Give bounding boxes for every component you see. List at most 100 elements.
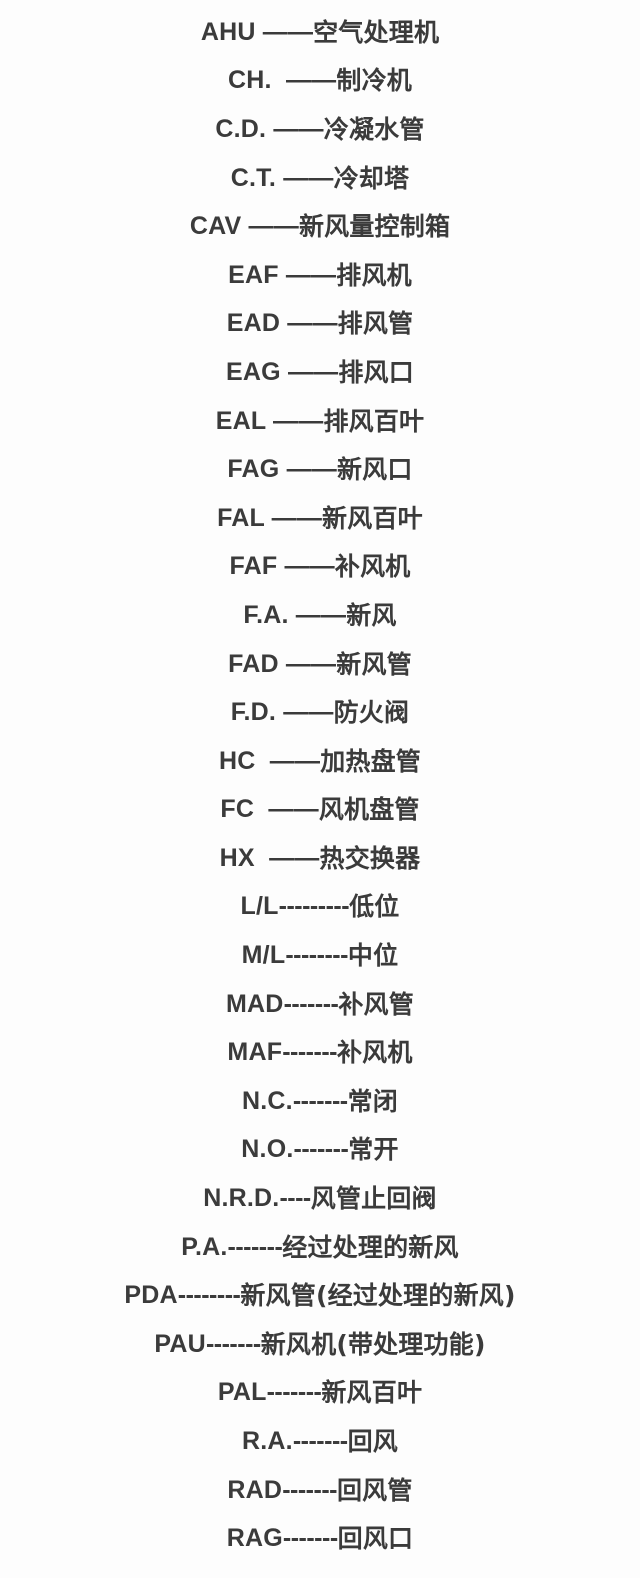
glossary-entry: RAD-------回风管	[0, 1466, 640, 1515]
entry-separator: ——	[248, 212, 299, 241]
entry-abbreviation: FAD	[228, 649, 286, 678]
entry-separator: ——	[285, 649, 337, 678]
entry-separator: -------	[283, 989, 339, 1018]
entry-term: 新风量控制箱	[298, 212, 451, 242]
glossary-entry: PAU-------新风机(带处理功能)	[0, 1320, 640, 1369]
entry-separator: -------	[292, 1427, 348, 1456]
glossary-entry: EAD ——排风管	[0, 300, 640, 349]
glossary-entry: AHU ——空气处理机	[0, 8, 640, 57]
entry-separator: ——	[286, 455, 337, 484]
entry-separator: ——	[269, 746, 321, 775]
entry-abbreviation: FAG	[227, 455, 287, 484]
entry-term: 低位	[349, 892, 400, 922]
glossary-entry: CAV ——新风量控制箱	[0, 202, 640, 251]
glossary-entry: P.A.-------经过处理的新风	[0, 1223, 640, 1272]
glossary-entry: C.T. ——冷却塔	[0, 154, 640, 203]
entry-term: 排风管	[337, 309, 414, 339]
entry-abbreviation: PDA	[124, 1281, 178, 1310]
entry-abbreviation: CH.	[228, 66, 286, 95]
glossary-entry: F.D. ——防火阀	[0, 688, 640, 737]
glossary-entry: FC ——风机盘管	[0, 786, 640, 835]
glossary-entry: MAF-------补风机	[0, 1028, 640, 1077]
glossary-entry: F.A. ——新风	[0, 591, 640, 640]
entry-separator: -------	[266, 1378, 322, 1407]
entry-abbreviation: FC	[220, 795, 269, 824]
entry-abbreviation: EAL	[215, 406, 274, 435]
glossary-entry: FAL ——新风百叶	[0, 494, 640, 543]
entry-term: 常开	[348, 1135, 399, 1165]
entry-term: 中位	[347, 941, 399, 971]
entry-term: 回风	[347, 1427, 398, 1457]
entry-separator: ---------	[278, 892, 350, 921]
entry-separator: ——	[285, 66, 337, 95]
entry-abbreviation: P.A.	[181, 1232, 228, 1261]
entry-abbreviation: FAF	[229, 552, 285, 581]
glossary-entry: EAG ——排风口	[0, 348, 640, 397]
entry-term: 新风口	[336, 455, 413, 485]
entry-separator: ——	[287, 309, 338, 338]
entry-separator: ——	[273, 406, 324, 435]
entry-abbreviation: N.C.	[242, 1086, 293, 1115]
entry-term: 新风管(经过处理的新风)	[240, 1281, 516, 1311]
entry-term: 空气处理机	[313, 17, 440, 47]
glossary-entry: N.O.-------常开	[0, 1126, 640, 1175]
glossary-entry: N.C.-------常闭	[0, 1077, 640, 1126]
entry-separator: ——	[269, 843, 320, 872]
entry-abbreviation: N.R.D.	[203, 1184, 280, 1213]
entry-abbreviation: PAU	[154, 1329, 206, 1358]
glossary-entry: HC ——加热盘管	[0, 737, 640, 786]
glossary-entry: CH. ——制冷机	[0, 57, 640, 106]
entry-abbreviation: HC	[218, 746, 270, 775]
entry-term: 排风机	[336, 260, 412, 290]
entry-separator: ——	[268, 795, 319, 824]
entry-term: 排风口	[338, 357, 414, 387]
entry-term: 风管止回阀	[310, 1184, 437, 1214]
glossary-entry: FAF ——补风机	[0, 543, 640, 592]
entry-term: 常闭	[347, 1086, 398, 1116]
glossary-entry: FAG ——新风口	[0, 445, 640, 494]
entry-term: 新风管	[336, 649, 412, 679]
entry-abbreviation: C.D.	[215, 114, 274, 143]
entry-abbreviation: RAD	[227, 1475, 283, 1504]
entry-separator: -------	[205, 1329, 261, 1358]
entry-term: 冷凝水管	[323, 114, 425, 144]
entry-separator: ——	[273, 114, 324, 143]
entry-separator: --------	[285, 941, 348, 970]
entry-separator: -------	[282, 1038, 337, 1067]
entry-abbreviation: EAF	[228, 260, 286, 289]
entry-abbreviation: FAL	[217, 503, 272, 532]
entry-separator: ——	[283, 163, 334, 192]
entry-abbreviation: N.O.	[241, 1135, 294, 1164]
entry-separator: -------	[227, 1232, 283, 1261]
entry-separator: --------	[177, 1281, 241, 1310]
entry-abbreviation: R.A.	[242, 1427, 293, 1456]
entry-abbreviation: C.T.	[230, 163, 284, 192]
entry-abbreviation: CAV	[189, 212, 249, 241]
entry-separator: ----	[279, 1184, 311, 1213]
entry-separator: -------	[282, 1524, 338, 1553]
entry-separator: ——	[271, 503, 323, 532]
entry-separator: ——	[287, 357, 339, 386]
entry-separator: -------	[282, 1475, 337, 1504]
glossary-entry: HX ——热交换器	[0, 834, 640, 883]
entry-separator: -------	[293, 1135, 349, 1164]
entry-separator: -------	[292, 1086, 348, 1115]
glossary-entry: MAD-------补风管	[0, 980, 640, 1029]
glossary-entry: N.R.D.----风管止回阀	[0, 1174, 640, 1223]
entry-term: 风机盘管	[318, 795, 420, 825]
entry-abbreviation: M/L	[241, 941, 286, 970]
entry-term: 新风百叶	[321, 1378, 423, 1408]
glossary-entry: RAG-------回风口	[0, 1514, 640, 1563]
entry-separator: ——	[295, 600, 347, 629]
entry-abbreviation: L/L	[240, 892, 279, 921]
entry-abbreviation: EAD	[226, 309, 288, 338]
glossary-entry: L/L---------低位	[0, 883, 640, 932]
entry-abbreviation: EAG	[226, 357, 288, 386]
entry-term: 冷却塔	[333, 163, 410, 193]
entry-term: 新风	[346, 600, 397, 630]
entry-abbreviation: F.A.	[243, 600, 296, 629]
entry-term: 补风机	[336, 1038, 413, 1068]
entry-abbreviation: MAF	[227, 1038, 283, 1067]
entry-term: 制冷机	[336, 66, 412, 96]
entry-abbreviation: RAG	[226, 1524, 283, 1553]
